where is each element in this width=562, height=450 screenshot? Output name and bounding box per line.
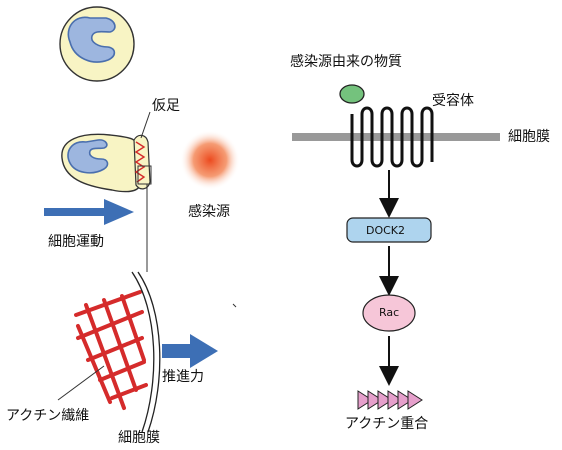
propulsion-arrow (162, 334, 218, 368)
ligand-label: 感染源由来の物質 (290, 54, 402, 70)
actin-zigzag (134, 141, 146, 183)
pathogen-blob (180, 130, 240, 190)
right-membrane-bar (292, 133, 500, 141)
pathogen-label: 感染源 (188, 204, 230, 220)
dock2-label: DOCK2 (366, 224, 406, 237)
pseudopod-label: 仮足 (152, 98, 180, 114)
resting-nucleus (67, 16, 116, 63)
actin-fiber-label: アクチン繊維 (6, 408, 90, 424)
dock2-box (346, 217, 432, 243)
left-membrane-label: 細胞膜 (118, 430, 160, 446)
actin-polymer-icon (357, 390, 423, 410)
propulsion-label: 推進力 (162, 369, 204, 385)
cell-motility-label: 細胞運動 (48, 234, 104, 250)
resting-cell (59, 6, 135, 82)
migrating-nucleus (67, 139, 109, 174)
migrating-cell (61, 111, 152, 272)
rac-ellipse (362, 294, 416, 332)
actin-meshwork (74, 290, 148, 410)
actin-polymerization-label: アクチン重合 (345, 416, 429, 432)
ligand-blob-icon (339, 84, 365, 104)
rac-label: Rac (379, 306, 400, 319)
seven-tm-receptor-icon (350, 106, 434, 168)
motility-arrow (44, 199, 134, 225)
left-membrane (131, 271, 161, 433)
receptor-label: 受容体 (432, 93, 474, 109)
right-membrane-label: 細胞膜 (508, 129, 550, 145)
zoom-box (137, 165, 152, 185)
